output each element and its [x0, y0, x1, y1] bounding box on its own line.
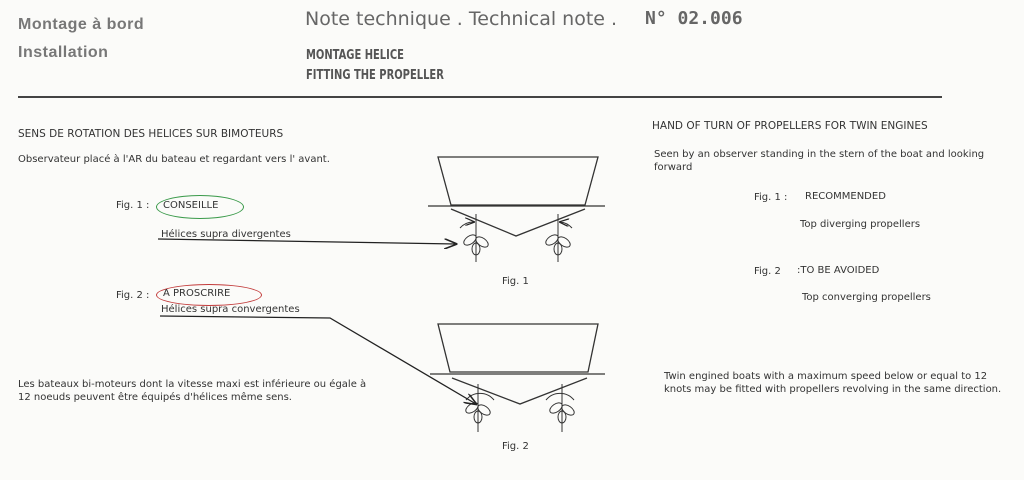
- fig2-label-fr: A PROSCRIRE: [163, 288, 231, 299]
- fig1-caption: Fig. 1: [502, 276, 529, 287]
- footnote-fr: Les bateaux bi-moteurs dont la vitesse m…: [18, 379, 367, 403]
- propeller-right-fig2: [545, 384, 575, 432]
- fig1-desc-en: Top diverging propellers: [800, 219, 921, 230]
- subtitle-fr: MONTAGE HELICE: [306, 48, 404, 63]
- leader-arrow-fig1: [157, 238, 456, 244]
- propeller-right-fig1: [545, 214, 573, 262]
- fig1-prefix-en: Fig. 1 :: [754, 192, 788, 203]
- recommended-oval: [156, 195, 244, 219]
- heading-en: HAND OF TURN OF PROPELLERS FOR TWIN ENGI…: [652, 120, 928, 132]
- fig1-desc-fr: Hélices supra divergentes: [161, 229, 291, 240]
- fig1-prefix-fr: Fig. 1 :: [116, 200, 150, 211]
- header-divider: [18, 96, 942, 98]
- section-title-fr: Montage à bord: [18, 16, 145, 33]
- fig2-prefix-fr: Fig. 2 :: [116, 290, 150, 301]
- leader-arrow-fig2: [159, 315, 476, 404]
- fig2-desc-fr: Hélices supra convergentes: [161, 304, 300, 315]
- section-title-en: Installation: [18, 44, 109, 61]
- fig2-prefix-en: Fig. 2: [754, 266, 781, 277]
- observer-en: Seen by an observer standing in the ster…: [654, 149, 985, 173]
- avoid-oval: [156, 284, 262, 306]
- boat-fig1: [428, 156, 605, 237]
- subtitle-en: FITTING THE PROPELLER: [306, 68, 444, 83]
- observer-fr: Observateur placé à l'AR du bateau et re…: [18, 154, 330, 165]
- propeller-left-fig1: [459, 214, 489, 262]
- footnote-en: Twin engined boats with a maximum speed …: [664, 371, 1002, 395]
- note-title: Note technique . Technical note .: [305, 8, 618, 30]
- heading-fr: SENS DE ROTATION DES HELICES SUR BIMOTEU…: [18, 128, 284, 140]
- note-number: N° 02.006: [645, 8, 743, 29]
- fig2-desc-en: Top converging propellers: [802, 292, 931, 303]
- propeller-left-fig2: [465, 384, 495, 432]
- fig2-caption: Fig. 2: [502, 441, 529, 452]
- fig1-label-fr: CONSEILLE: [163, 200, 219, 211]
- boat-fig2: [430, 323, 605, 405]
- fig1-label-en: RECOMMENDED: [805, 191, 886, 202]
- fig2-label-en: :TO BE AVOIDED: [797, 265, 880, 276]
